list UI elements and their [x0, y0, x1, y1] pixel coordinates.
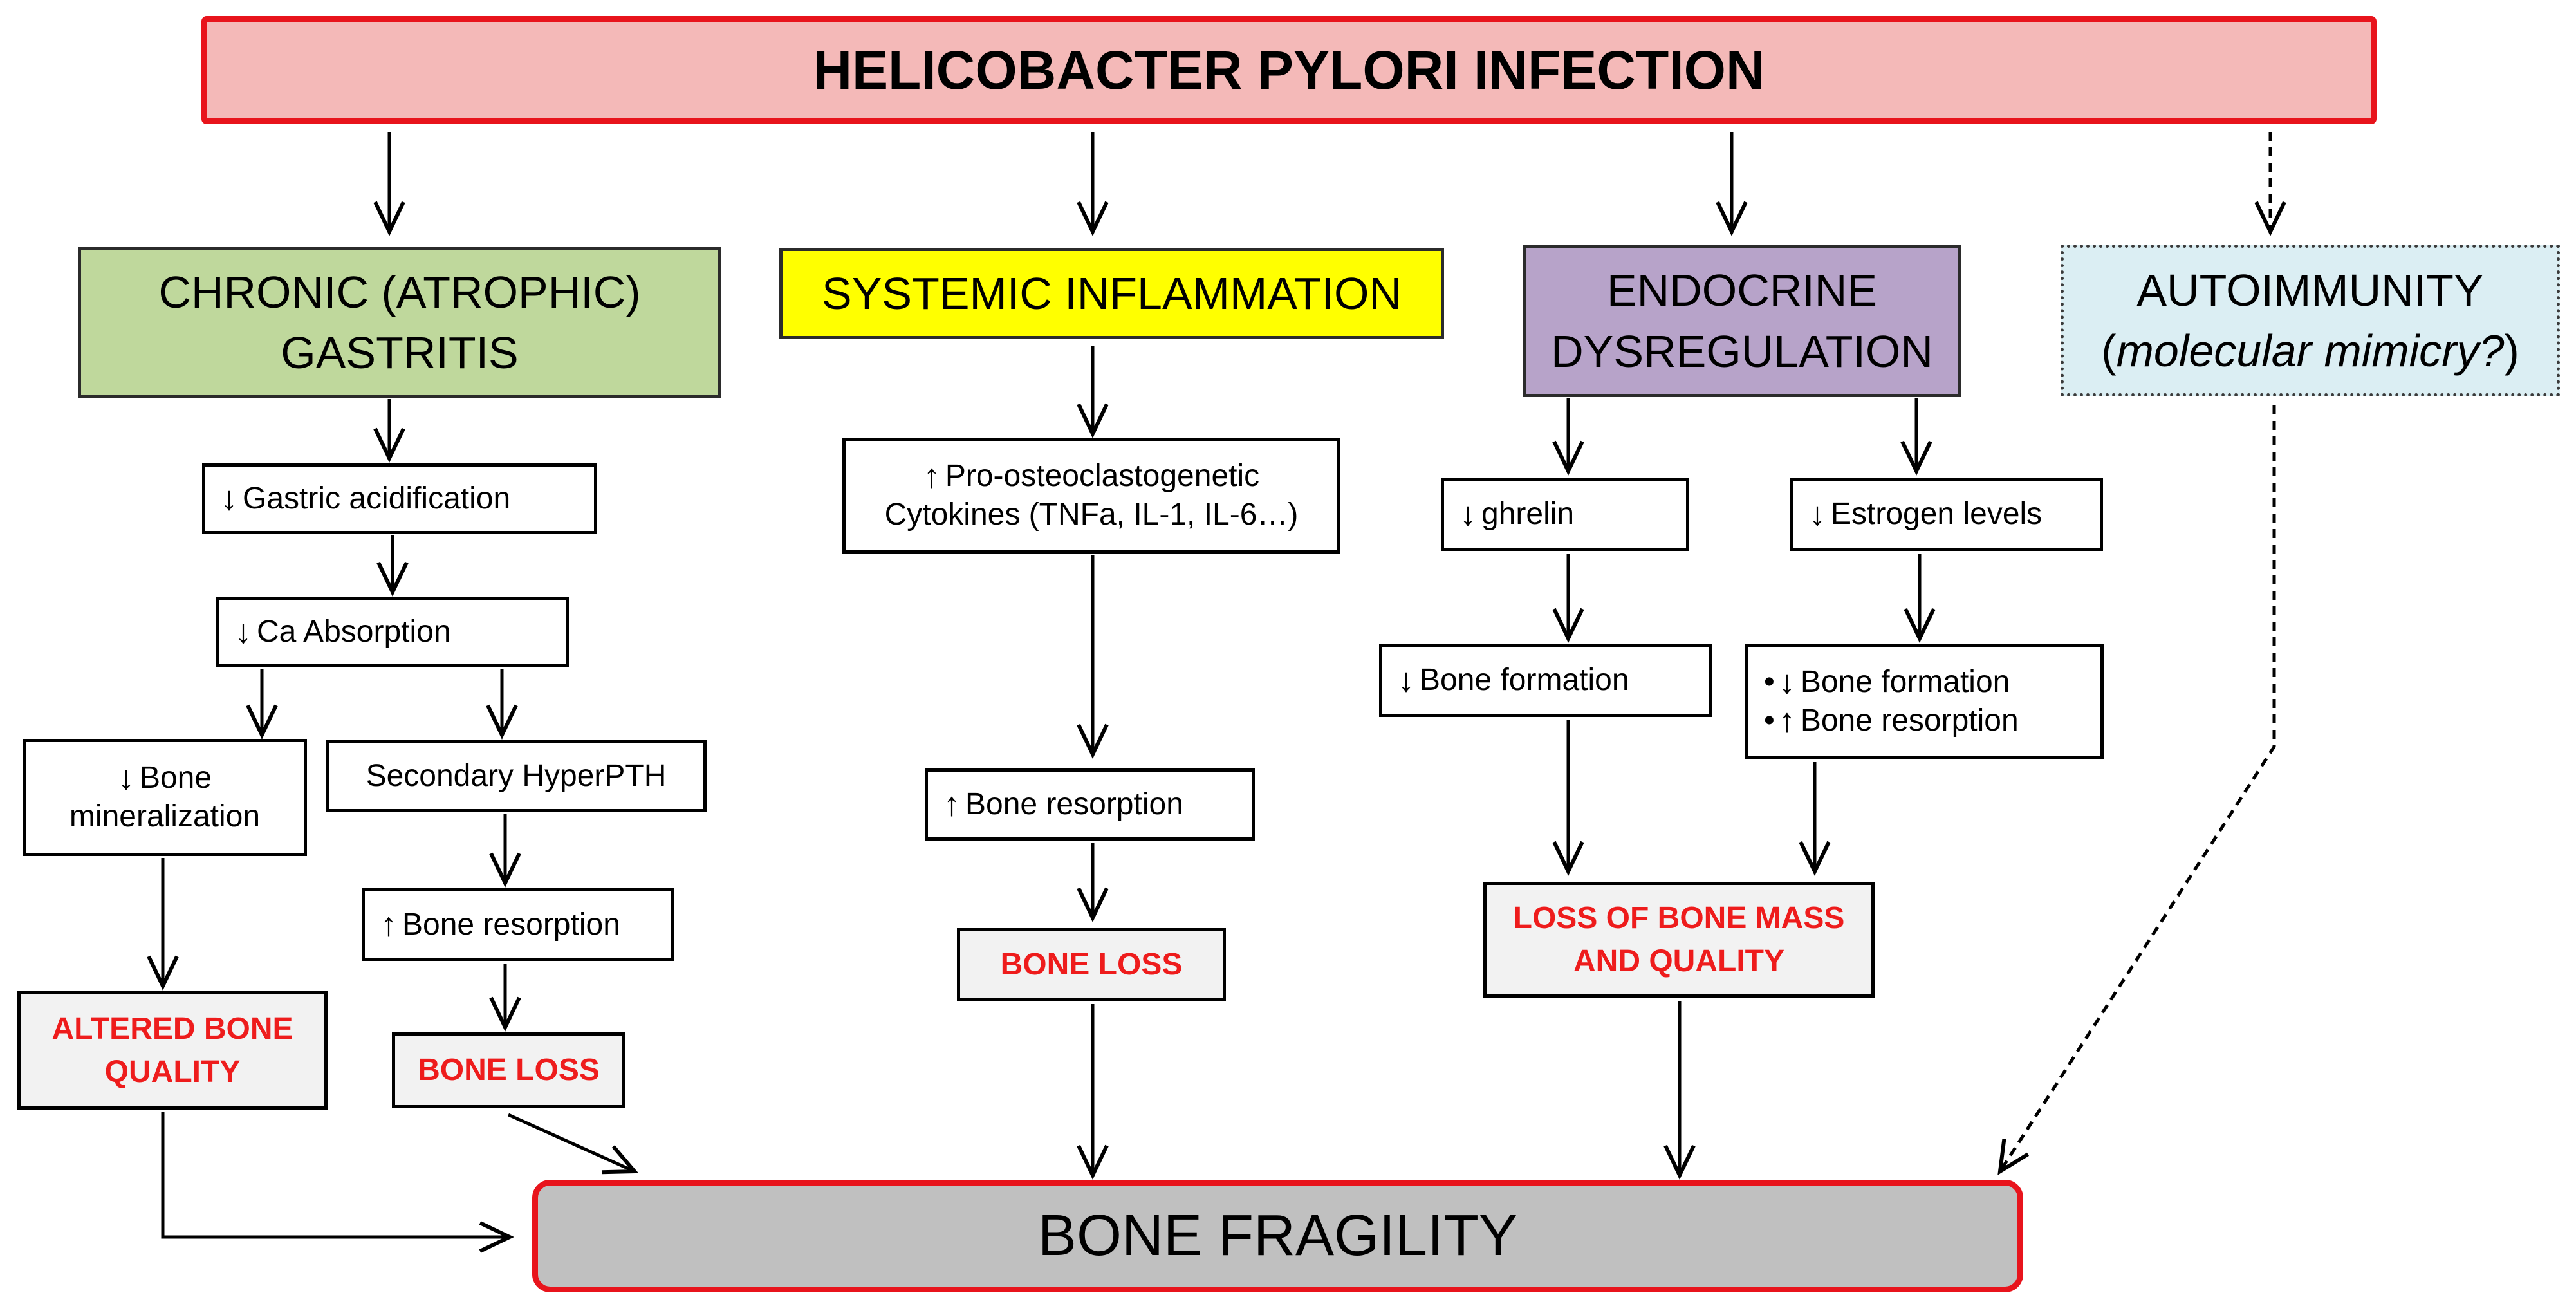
arrow-loss-to-fragility	[507, 1113, 639, 1175]
bullet-icon: •	[1764, 703, 1775, 738]
category-autoimmunity-line2: (molecular mimicry?)	[2101, 326, 2519, 376]
result-gastritis-bone-loss: BONE LOSS	[392, 1032, 625, 1108]
down-arrow-icon: ↓	[1778, 664, 1795, 701]
inflammation-bone-resorption-label: Bone resorption	[965, 787, 1183, 821]
title-helicobacter-pylori: HELICOBACTER PYLORI INFECTION	[201, 16, 2377, 124]
cytokines-line1: Pro-osteoclastogenetic	[945, 459, 1260, 493]
box-estrogen-effects: •↓Bone formation •↑Bone resorption	[1745, 644, 2104, 759]
result-loss-of-bone-mass: LOSS OF BONE MASS AND QUALITY	[1483, 882, 1875, 998]
box-ca-absorption: ↓Ca Absorption	[216, 597, 569, 667]
gastritis-bone-loss-label: BONE LOSS	[418, 1053, 600, 1088]
altered-bone-quality-line2: QUALITY	[104, 1055, 241, 1089]
result-inflammation-bone-loss: BONE LOSS	[957, 928, 1226, 1001]
category-gastritis-line2: GASTRITIS	[281, 328, 519, 378]
box-cytokines: ↑Pro-osteoclastogenetic Cytokines (TNFa,…	[842, 438, 1340, 554]
up-arrow-icon: ↑	[923, 458, 940, 495]
box-endocrine-bone-formation: ↓Bone formation	[1379, 644, 1712, 717]
down-arrow-icon: ↓	[1809, 496, 1826, 533]
up-arrow-icon: ↑	[1778, 702, 1795, 740]
gastric-acidification-label: Gastric acidification	[243, 481, 511, 516]
estrogen-effect-resorption: •↑Bone resorption	[1764, 702, 2019, 740]
bone-fragility-label: BONE FRAGILITY	[1037, 1204, 1518, 1269]
secondary-hyperpth-label: Secondary HyperPTH	[366, 759, 667, 793]
title-text: HELICOBACTER PYLORI INFECTION	[813, 39, 1765, 100]
result-altered-bone-quality: ALTERED BONE QUALITY	[17, 991, 328, 1110]
box-gastric-acidification: ↓Gastric acidification	[202, 463, 597, 534]
loss-of-bone-mass-line2: AND QUALITY	[1573, 944, 1784, 978]
box-gastritis-bone-resorption: ↑Bone resorption	[362, 888, 674, 961]
estrogen-bone-resorption-label: Bone resorption	[1800, 703, 2019, 738]
down-arrow-icon: ↓	[235, 613, 252, 651]
down-arrow-icon: ↓	[221, 480, 237, 517]
cytokines-line2: Cytokines (TNFa, IL-1, IL-6…)	[884, 498, 1299, 532]
estrogen-effect-formation: •↓Bone formation	[1764, 663, 2010, 702]
down-arrow-icon: ↓	[117, 759, 134, 797]
category-endocrine-line1: ENDOCRINE	[1606, 265, 1878, 315]
gastritis-bone-resorption-label: Bone resorption	[402, 907, 620, 942]
endocrine-bone-formation-label: Bone formation	[1420, 663, 1629, 697]
arrow-altered-to-fragility	[161, 1112, 514, 1253]
box-ghrelin: ↓ghrelin	[1441, 478, 1689, 551]
inflammation-bone-loss-label: BONE LOSS	[1000, 947, 1183, 982]
estrogen-bone-formation-label: Bone formation	[1800, 665, 2010, 699]
category-autoimmunity-line1: AUTOIMMUNITY	[2136, 265, 2484, 315]
category-gastritis: CHRONIC (ATROPHIC) GASTRITIS	[78, 247, 721, 398]
down-arrow-icon: ↓	[1398, 662, 1414, 699]
arrow-autoimmunity-to-fragility	[1997, 405, 2276, 1175]
bone-mineralization-line2: mineralization	[69, 799, 261, 833]
box-secondary-hyperpth: Secondary HyperPTH	[326, 740, 707, 812]
bone-mineralization-line1: Bone	[139, 761, 212, 795]
ca-absorption-label: Ca Absorption	[257, 615, 451, 649]
box-inflammation-bone-resorption: ↑Bone resorption	[925, 768, 1255, 841]
loss-of-bone-mass-line1: LOSS OF BONE MASS	[1513, 900, 1845, 935]
estrogen-levels-label: Estrogen levels	[1831, 497, 2043, 531]
ghrelin-label: ghrelin	[1481, 497, 1575, 531]
down-arrow-icon: ↓	[1459, 496, 1476, 533]
up-arrow-icon: ↑	[380, 906, 397, 944]
category-endocrine-line2: DYSREGULATION	[1551, 326, 1933, 377]
final-bone-fragility: BONE FRAGILITY	[532, 1180, 2023, 1292]
molecular-mimicry-italic: molecular mimicry?	[2116, 326, 2505, 376]
category-gastritis-line1: CHRONIC (ATROPHIC)	[158, 266, 641, 317]
box-estrogen-levels: ↓Estrogen levels	[1790, 478, 2103, 551]
altered-bone-quality-line1: ALTERED BONE	[51, 1011, 293, 1046]
bullet-icon: •	[1764, 665, 1775, 699]
up-arrow-icon: ↑	[943, 786, 960, 823]
category-inflammation: SYSTEMIC INFLAMMATION	[779, 248, 1444, 339]
category-autoimmunity: AUTOIMMUNITY (molecular mimicry?)	[2061, 245, 2560, 396]
category-endocrine: ENDOCRINE DYSREGULATION	[1523, 245, 1961, 397]
box-bone-mineralization: ↓Bone mineralization	[23, 739, 307, 856]
category-inflammation-text: SYSTEMIC INFLAMMATION	[822, 268, 1402, 319]
